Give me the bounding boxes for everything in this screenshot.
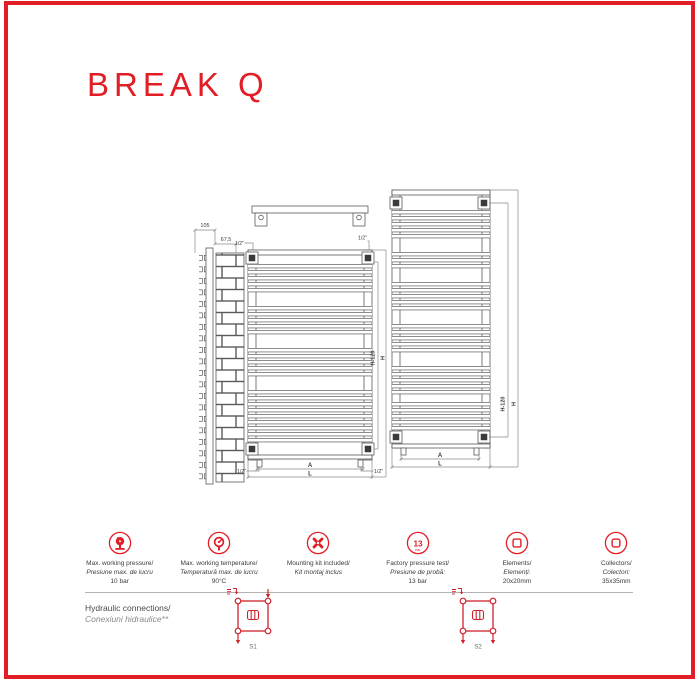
collector-bar [205, 247, 214, 485]
temperature-gauge-icon [169, 530, 268, 556]
connection-port [356, 214, 362, 221]
connection-diagram-s1: S1 [227, 588, 272, 651]
hydraulic-label-en: Hydraulic connections/ [85, 603, 171, 613]
pressure-test-value: 13 [413, 539, 423, 548]
collector-profile-icon [567, 530, 666, 556]
spec-item-max-pressure: Max. working pressure/ Presiune max. de … [70, 530, 169, 586]
spec-value: 20x20mm [502, 578, 532, 585]
air-vent-icon [452, 588, 462, 595]
left-leg [256, 459, 263, 468]
dim-a-label: A [308, 463, 313, 469]
spec-item-pressure-test: 13 bar Factory pressure test/ Presiune d… [368, 530, 467, 586]
spec-value: 90°C [211, 578, 227, 585]
technical-drawing: 105 67,5 [193, 189, 519, 485]
connection-port [258, 214, 264, 221]
dim-h-label: H [381, 356, 387, 360]
element-profile-icon [467, 530, 566, 556]
right-leg [357, 459, 364, 468]
radiator-symbol [471, 609, 485, 621]
spec-title: Max. working pressure/ [86, 560, 154, 567]
half-inch-label: 1/2" [374, 469, 383, 475]
half-inch-label: 1/2" [235, 241, 244, 247]
spec-subtitle: Elemenți: [503, 569, 531, 576]
tube-ends [199, 254, 206, 480]
page-border-frame [4, 1, 695, 679]
half-inch-label: 1/2" [358, 236, 367, 242]
spec-value: 10 bar [110, 578, 129, 585]
dim-depth-label: 105 [200, 223, 209, 229]
spec-title: Collectors/ [600, 560, 632, 567]
flow-out-arrow [235, 633, 241, 644]
spec-item-mounting-kit: Mounting kit included/ Kit montaj inclus [269, 530, 368, 586]
spec-value: 13 bar [408, 578, 427, 585]
radiator-front-view-1: 1/2" 1/2" 1/2" 1/2" A L H-120 H [235, 236, 387, 479]
spec-title: Elements/ [502, 560, 532, 567]
spec-item-max-temperature: Max. working temperature/ Temperatură ma… [169, 530, 268, 586]
spec-subtitle: Temperatură max. de lucru [180, 569, 258, 576]
flow-in-arrow [265, 589, 271, 598]
spec-title: Mounting kit included/ [286, 560, 350, 567]
spec-value: 35x35mm [602, 578, 631, 585]
dim-a-label: A [438, 453, 443, 459]
diagram-label-s1: S1 [249, 645, 257, 651]
radiator-top-view [251, 205, 369, 227]
radiator-front-view-2: A L H-120 H [389, 189, 519, 469]
pressure-gauge-icon [70, 530, 169, 556]
flow-out-arrow-left [460, 633, 466, 644]
spec-item-elements: Elements/ Elemenți: 20x20mm [467, 530, 566, 586]
spec-title: Max. working temperature/ [180, 560, 258, 567]
right-leg [473, 447, 480, 456]
flat-tube-stack [215, 252, 245, 483]
spec-item-collectors: Collectors/ Colectori: 35x35mm [567, 530, 666, 586]
dim-h120-label: H-120 [501, 397, 507, 412]
diagram-label-s2: S2 [474, 645, 482, 651]
flow-out-arrow-right [490, 633, 496, 644]
spec-subtitle: Colectori: [602, 569, 631, 576]
hydraulic-connections-label: Hydraulic connections/ Conexiuni hidraul… [85, 603, 171, 625]
dim-h120-label: H-120 [371, 351, 377, 366]
half-inch-label: 1/2" [237, 469, 246, 475]
section-divider [85, 592, 633, 593]
radiator-side-view: 105 67,5 [193, 223, 245, 485]
page-title: BREAK Q [87, 66, 269, 103]
left-leg [400, 447, 407, 456]
mounting-tools-icon [269, 530, 368, 556]
spec-subtitle: Kit montaj inclus [294, 569, 342, 576]
connection-diagram-s2: S2 [452, 588, 497, 651]
dim-l-label: L [308, 472, 312, 478]
dim-h-label: H [512, 402, 518, 406]
dim-l-label: L [438, 462, 442, 468]
pressure-test-unit: bar [415, 548, 421, 552]
spec-subtitle: Presiune de probă: [390, 569, 446, 576]
dim-offset-label: 67,5 [221, 237, 232, 243]
spec-title: Factory pressure test/ [386, 560, 450, 567]
specs-row: Max. working pressure/ Presiune max. de … [70, 530, 666, 586]
air-vent-icon [227, 588, 237, 595]
radiator-symbol [246, 609, 260, 621]
spec-subtitle: Presiune max. de lucru [86, 569, 153, 576]
pressure-test-icon: 13 bar [368, 530, 467, 556]
hydraulic-label-ro: Conexiuni hidraulice** [85, 614, 169, 624]
